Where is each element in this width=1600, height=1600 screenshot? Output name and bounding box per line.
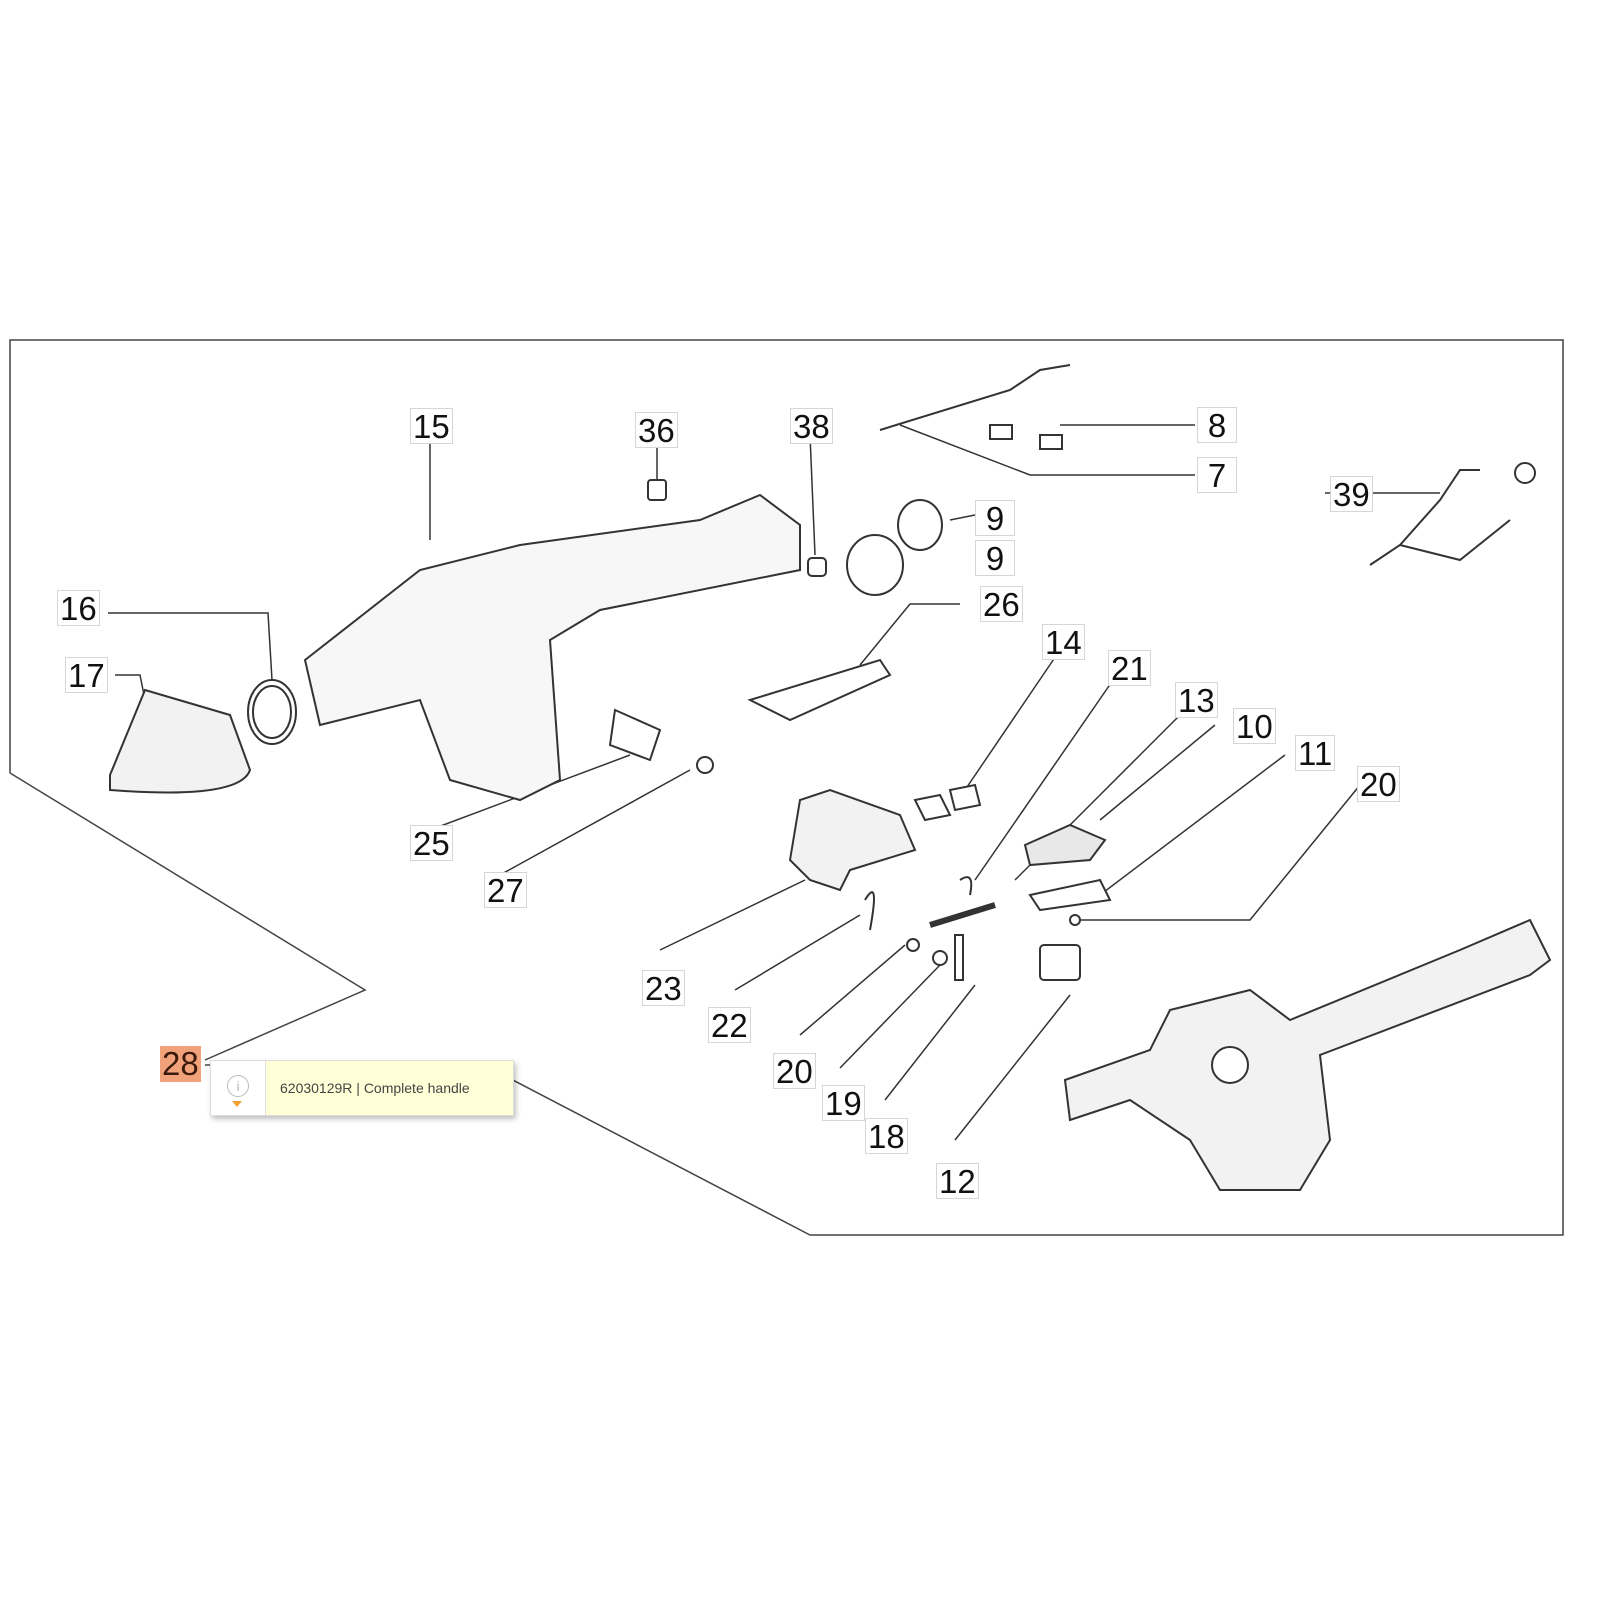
part-36-screw	[647, 479, 667, 501]
callout-27[interactable]: 27	[484, 872, 527, 909]
part-20-screw	[1069, 914, 1081, 926]
part-26-lever	[747, 658, 892, 722]
callout-14[interactable]: 14	[1042, 624, 1085, 661]
callout-17[interactable]: 17	[65, 657, 108, 694]
callout-20a[interactable]: 20	[1357, 766, 1400, 803]
part-20-screw-b	[906, 938, 920, 952]
callout-36[interactable]: 36	[635, 412, 678, 449]
part-14-contacts	[913, 783, 982, 822]
callout-19[interactable]: 19	[822, 1085, 865, 1122]
part-handle-housing	[303, 493, 801, 802]
callout-8[interactable]: 8	[1197, 407, 1237, 444]
part-drawings	[109, 364, 1552, 1191]
part-27-spring	[696, 756, 714, 774]
part-39-wiring	[1369, 469, 1511, 566]
callout-20b[interactable]: 20	[773, 1053, 816, 1090]
callout-11[interactable]: 11	[1295, 735, 1336, 772]
callout-12[interactable]: 12	[936, 1163, 979, 1200]
part-13-rod	[929, 902, 996, 928]
part-7-8-cable	[879, 364, 1071, 431]
callout-39[interactable]: 39	[1330, 476, 1373, 513]
part-25-pin	[608, 708, 662, 762]
part-10-cover	[1023, 823, 1107, 867]
part-tooltip: i 62030129R | Complete handle	[210, 1060, 514, 1116]
tooltip-text: 62030129R | Complete handle	[280, 1080, 470, 1096]
callout-10[interactable]: 10	[1233, 708, 1276, 745]
callout-13[interactable]: 13	[1175, 682, 1218, 719]
part-17-grip-cap	[109, 688, 252, 794]
callout-18[interactable]: 18	[865, 1118, 908, 1155]
callout-22[interactable]: 22	[708, 1007, 751, 1044]
callout-28[interactable]: 28	[160, 1045, 201, 1082]
part-19-washer	[932, 950, 948, 966]
part-9-ring-a	[846, 534, 904, 596]
part-9-ring-b	[897, 499, 943, 551]
part-18-pin	[954, 934, 964, 981]
callout-23[interactable]: 23	[642, 970, 685, 1007]
callout-9b[interactable]: 9	[975, 540, 1015, 577]
callout-21[interactable]: 21	[1108, 650, 1151, 687]
callout-26[interactable]: 26	[980, 586, 1023, 623]
part-38-bushing	[807, 557, 827, 577]
callout-9a[interactable]: 9	[975, 500, 1015, 537]
info-icon: i	[211, 1061, 266, 1115]
callout-38[interactable]: 38	[790, 408, 833, 445]
callout-25[interactable]: 25	[410, 825, 453, 862]
callout-16[interactable]: 16	[57, 590, 100, 627]
part-23-trigger	[788, 788, 917, 892]
leader-lines	[108, 424, 1440, 1141]
callout-7[interactable]: 7	[1197, 457, 1237, 494]
part-11-plate	[1028, 878, 1112, 912]
part-12-switch	[1039, 944, 1081, 981]
callout-15[interactable]: 15	[410, 408, 453, 445]
part-21-spring	[959, 876, 973, 896]
part-28-complete-handle	[1063, 918, 1552, 1191]
part-22-spring	[864, 891, 875, 931]
